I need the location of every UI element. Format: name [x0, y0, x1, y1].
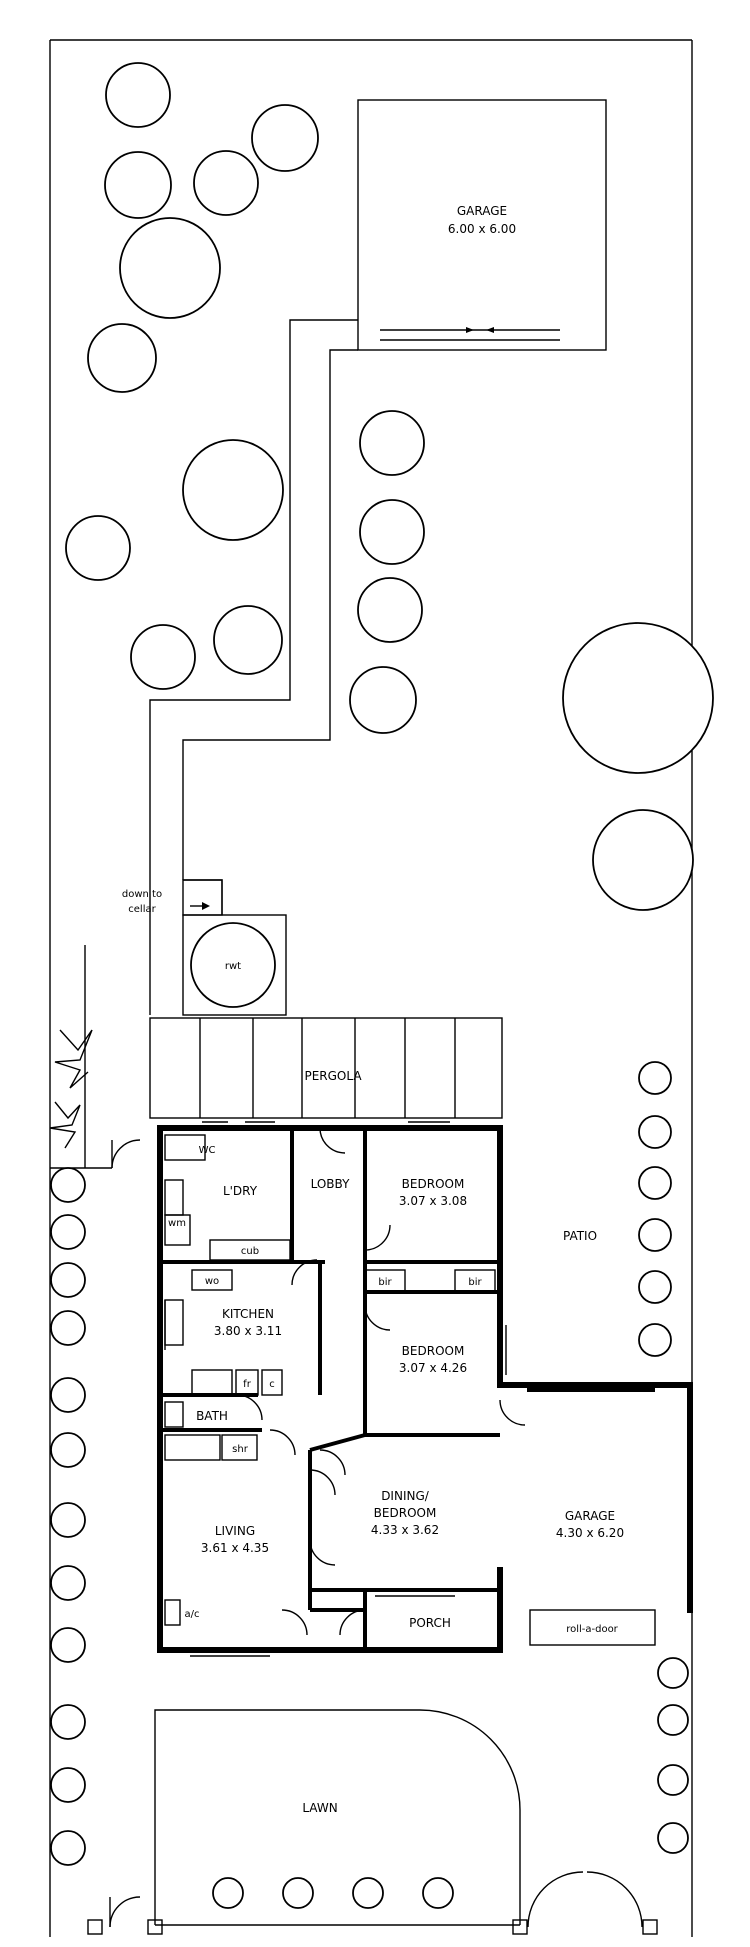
tree-icon: [104, 151, 172, 219]
fixtures: [164, 1134, 656, 1646]
shrub-icon: [638, 1323, 672, 1357]
front-fence: [87, 1871, 658, 1935]
shrub-icon: [50, 1704, 86, 1740]
wc-label: WC: [199, 1145, 216, 1156]
plant-icon: [54, 1029, 93, 1089]
tree-icon: [357, 577, 423, 643]
wm-label: wm: [168, 1218, 186, 1229]
tree-icon: [251, 104, 319, 172]
shrub-icon: [638, 1115, 672, 1149]
laundry-label: L'DRY: [223, 1184, 258, 1198]
tree-icon: [119, 217, 221, 319]
tree-icon: [65, 515, 131, 581]
patio-label: PATIO: [563, 1229, 597, 1243]
roll-a-door-label: roll-a-door: [566, 1624, 618, 1635]
down-to-cellar-label-2: cellar: [128, 904, 156, 915]
shrub-icon: [50, 1627, 86, 1663]
shrub-icon: [50, 1830, 86, 1866]
side-gate: [50, 945, 141, 1169]
shrub-icon: [212, 1877, 244, 1909]
pergola: PERGOLA: [149, 1017, 503, 1119]
shrub-icon: [352, 1877, 384, 1909]
fr-label: fr: [243, 1379, 252, 1390]
shrub-icon: [50, 1214, 86, 1250]
plant-icon: [49, 1101, 81, 1149]
room-labels: WC L'DRY wm cub LOBBY BEDROOM 3.07 x 3.0…: [168, 1145, 624, 1635]
shrub-icon: [50, 1262, 86, 1298]
shrub-icon: [638, 1061, 672, 1095]
tree-icon: [193, 150, 259, 216]
tree-icon: [359, 499, 425, 565]
down-to-cellar-label-1: down to: [122, 889, 162, 900]
shrub-row-right: [638, 1061, 672, 1357]
c-label: c: [269, 1379, 275, 1390]
shrub-icon: [50, 1767, 86, 1803]
shrub-row-front-right: [657, 1657, 689, 1854]
ac-label: a/c: [185, 1609, 200, 1620]
garage-front-dims: 4.30 x 6.20: [556, 1526, 624, 1540]
bir1-label: bir: [378, 1277, 392, 1288]
tree-icon: [87, 323, 157, 393]
windows: [164, 1121, 507, 1657]
rear-garage: GARAGE 6.00 x 6.00: [357, 99, 607, 351]
bir2-label: bir: [468, 1277, 482, 1288]
tree-icon: [562, 622, 714, 774]
bedroom1-title: BEDROOM: [402, 1177, 465, 1191]
shrub-icon: [50, 1310, 86, 1346]
garage-front-title: GARAGE: [565, 1509, 615, 1523]
shrub-icon: [50, 1565, 86, 1601]
shrub-icon: [657, 1704, 689, 1736]
house-walls: [157, 1125, 693, 1653]
shrub-icon: [422, 1877, 454, 1909]
lobby-label: LOBBY: [311, 1177, 351, 1191]
shrub-icon: [657, 1657, 689, 1689]
pergola-label: PERGOLA: [304, 1069, 362, 1083]
lawn-label: LAWN: [302, 1801, 337, 1815]
bedroom1-dims: 3.07 x 3.08: [399, 1194, 467, 1208]
shrub-icon: [638, 1270, 672, 1304]
rwt-label: rwt: [225, 961, 241, 972]
kitchen-dims: 3.80 x 3.11: [214, 1324, 282, 1338]
living-dims: 3.61 x 4.35: [201, 1541, 269, 1555]
shrub-icon: [50, 1432, 86, 1468]
rear-garage-dims: 6.00 x 6.00: [448, 222, 516, 236]
shrub-icon: [657, 1822, 689, 1854]
dining-title-1: DINING/: [381, 1489, 430, 1503]
tree-group-rear: [65, 62, 714, 911]
property-boundary: [49, 39, 693, 1937]
tree-icon: [105, 62, 171, 128]
shrub-icon: [50, 1167, 86, 1203]
shrub-row-left: [49, 1029, 93, 1866]
bedroom2-dims: 3.07 x 4.26: [399, 1361, 467, 1375]
tree-icon: [349, 666, 417, 734]
kitchen-title: KITCHEN: [222, 1307, 274, 1321]
cub-label: cub: [241, 1246, 259, 1257]
tree-icon: [359, 410, 425, 476]
dining-title-2: BEDROOM: [374, 1506, 437, 1520]
living-title: LIVING: [215, 1524, 255, 1538]
tree-icon: [130, 624, 196, 690]
shrub-icon: [282, 1877, 314, 1909]
porch-label: PORCH: [409, 1616, 451, 1630]
bath-label: BATH: [196, 1409, 228, 1423]
cellar-area: down to cellar rwt: [122, 879, 287, 1016]
wo-label: wo: [205, 1276, 219, 1287]
front-garden: LAWN: [154, 1709, 521, 1926]
rear-garage-title: GARAGE: [457, 204, 507, 218]
shrub-icon: [50, 1502, 86, 1538]
shrub-icon: [50, 1377, 86, 1413]
shrub-icon: [657, 1764, 689, 1796]
bedroom2-title: BEDROOM: [402, 1344, 465, 1358]
rainwater-tank-icon: [190, 922, 276, 1008]
shrub-icon: [638, 1218, 672, 1252]
tree-icon: [592, 809, 694, 911]
tree-icon: [182, 439, 284, 541]
shrub-icon: [638, 1166, 672, 1200]
door-swings: [236, 1127, 526, 1636]
shr-label: shr: [232, 1444, 249, 1455]
tree-icon: [213, 605, 283, 675]
dining-dims: 4.33 x 3.62: [371, 1523, 439, 1537]
